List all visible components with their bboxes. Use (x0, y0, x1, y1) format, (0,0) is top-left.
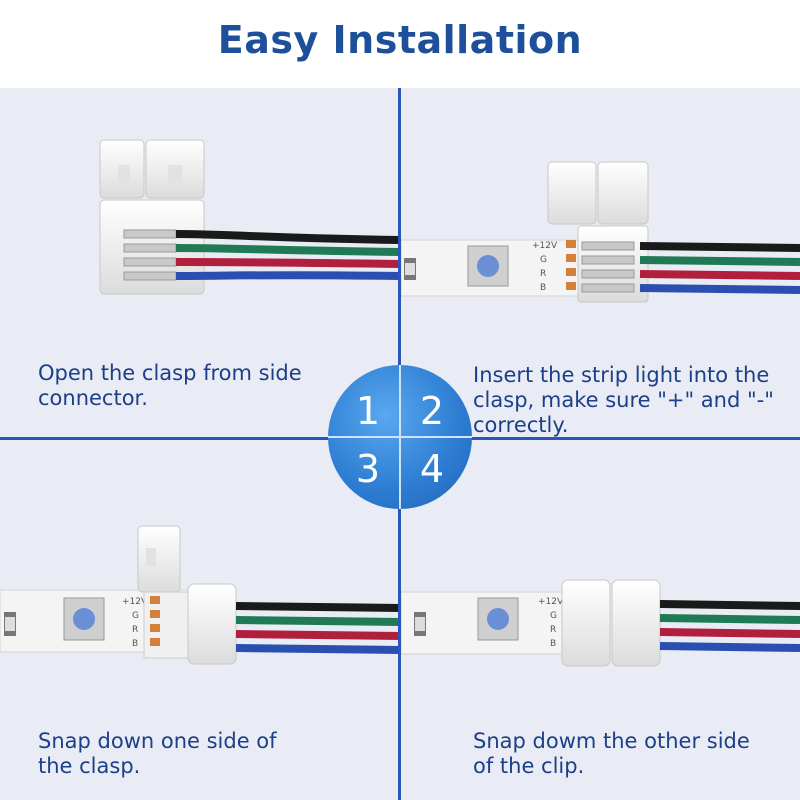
step4-caption: Snap dowm the other side of the clip. (473, 729, 750, 779)
step-number-3: 3 (355, 447, 381, 491)
step2-caption-line3: correctly. (473, 413, 569, 437)
step1-connector-image (99, 139, 401, 295)
step3-caption-line2: the clasp. (38, 754, 141, 778)
step4-connector-image: +12V G R B (400, 579, 800, 667)
badge-divider-horizontal (328, 436, 472, 438)
step-number-badge: 1 2 3 4 (328, 365, 472, 509)
step2-caption-line1: Insert the strip light into the (473, 363, 770, 387)
strip-label-r: R (132, 625, 138, 635)
step-number-2: 2 (419, 389, 445, 433)
step1-caption-line2: connector. (38, 386, 148, 410)
step-number-1: 1 (355, 389, 381, 433)
step3-caption-line1: Snap down one side of (38, 729, 277, 753)
strip-label-g: G (550, 611, 557, 621)
strip-label-12v: +12V (538, 597, 564, 607)
step2-connector-image: +12V G R B (400, 161, 800, 303)
step3-caption: Snap down one side of the clasp. (38, 729, 277, 779)
step1-caption: Open the clasp from side connector. (38, 361, 302, 411)
strip-label-12v: +12V (532, 241, 558, 251)
step4-caption-line2: of the clip. (473, 754, 585, 778)
step-number-4: 4 (419, 447, 445, 491)
step1-caption-line1: Open the clasp from side (38, 361, 302, 385)
strip-label-b: B (132, 639, 138, 649)
step3-connector-image: +12V G R B (0, 525, 401, 665)
strip-label-b: B (540, 283, 546, 293)
strip-label-12v: +12V (122, 597, 148, 607)
strip-label-g: G (540, 255, 547, 265)
strip-label-r: R (550, 625, 556, 635)
step2-caption: Insert the strip light into the clasp, m… (473, 363, 774, 438)
step2-caption-line2: clasp, make sure "+" and "-" (473, 388, 774, 412)
strip-label-g: G (132, 611, 139, 621)
page-title: Easy Installation (217, 18, 583, 62)
strip-label-r: R (540, 269, 546, 279)
step4-caption-line1: Snap dowm the other side (473, 729, 750, 753)
strip-label-b: B (550, 639, 556, 649)
